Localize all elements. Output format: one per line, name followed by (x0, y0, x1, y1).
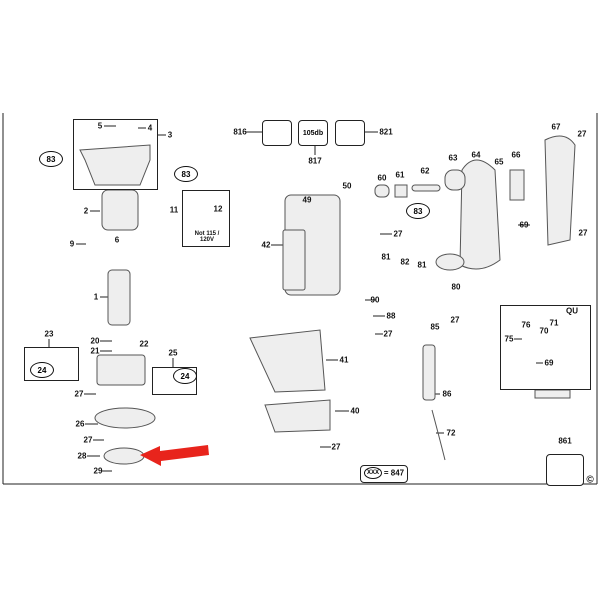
red-arrow (140, 445, 209, 466)
label-2: 2 (83, 206, 89, 216)
label-76: 76 (521, 320, 531, 330)
label-qu: QU (566, 306, 578, 316)
ref-24: 24 (30, 362, 54, 378)
label-821: 821 (379, 127, 393, 137)
label-22: 22 (139, 339, 149, 349)
label-28: 28 (77, 451, 87, 461)
label-81: 81 (417, 260, 427, 270)
label-6: 6 (114, 235, 120, 245)
part-3-frame (73, 119, 158, 190)
label-27: 27 (383, 329, 393, 339)
label-23: 23 (44, 329, 54, 339)
label-27: 27 (74, 389, 84, 399)
label-26: 26 (75, 419, 85, 429)
label-816: 816 (233, 127, 247, 137)
label-5: 5 (97, 121, 103, 131)
label-75: 75 (504, 334, 514, 344)
label-72: 72 (446, 428, 456, 438)
label-66: 66 (511, 150, 521, 160)
label-81: 81 (381, 252, 391, 262)
label-86: 86 (442, 389, 452, 399)
label-25: 25 (168, 348, 178, 358)
label-27: 27 (450, 315, 460, 325)
label-4: 4 (147, 123, 153, 133)
part-12-frame (182, 190, 230, 247)
label-64: 64 (471, 150, 481, 160)
label-27: 27 (393, 229, 403, 239)
part-25-frame (152, 367, 197, 395)
label-69: 69 (544, 358, 554, 368)
label-62: 62 (420, 166, 430, 176)
label-49: 49 (302, 195, 312, 205)
legend-847: = 847 (383, 468, 405, 478)
label-40: 40 (350, 406, 360, 416)
label-27: 27 (83, 435, 93, 445)
label-70: 70 (539, 326, 549, 336)
label-90: 90 (370, 295, 380, 305)
label-85: 85 (430, 322, 440, 332)
label-69: 69 (519, 220, 529, 230)
ref-83: 83 (39, 151, 63, 167)
label-80: 80 (451, 282, 461, 292)
qu-frame (500, 305, 591, 390)
label-71: 71 (549, 318, 559, 328)
note-12: Not 115 / 120V (194, 231, 220, 243)
label-61: 61 (395, 170, 405, 180)
label-21: 21 (90, 346, 100, 356)
decal-821 (335, 120, 365, 146)
label-27: 27 (578, 228, 588, 238)
label-20: 20 (90, 336, 100, 346)
decal-816 (262, 120, 292, 146)
label-817: 817 (308, 156, 322, 166)
ref-83: 83 (406, 203, 430, 219)
label-27: 27 (577, 129, 587, 139)
label-27: 27 (331, 442, 341, 452)
label-82: 82 (400, 257, 410, 267)
label-3: 3 (167, 130, 173, 140)
label-1: 1 (93, 292, 99, 302)
decal-817: 105db (298, 120, 328, 146)
label-42: 42 (261, 240, 271, 250)
label-65: 65 (494, 157, 504, 167)
part-23-frame (24, 347, 79, 381)
ref-24: 24 (173, 368, 197, 384)
label-60: 60 (377, 173, 387, 183)
label-41: 41 (339, 355, 349, 365)
label-11: 11 (169, 205, 179, 215)
kit-box-861 (546, 454, 584, 486)
label-12: 12 (213, 204, 223, 214)
label-9: 9 (69, 239, 75, 249)
label-88: 88 (386, 311, 396, 321)
label-50: 50 (342, 181, 352, 191)
label-63: 63 (448, 153, 458, 163)
legend-xxx: XXX (364, 467, 382, 479)
label-861: 861 (558, 436, 572, 446)
ref-83: 83 (174, 166, 198, 182)
copyright-mark: © (586, 474, 594, 486)
label-29: 29 (93, 466, 103, 476)
label-67: 67 (551, 122, 561, 132)
